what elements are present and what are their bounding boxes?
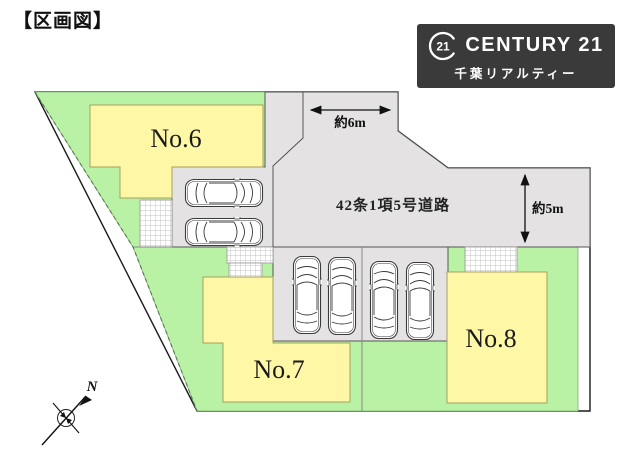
century21-logo: 21 CENTURY 21 千葉リアルティー — [417, 24, 615, 88]
car-icon — [326, 258, 357, 335]
compass-north-label: N — [86, 379, 99, 395]
car-icon — [186, 177, 263, 208]
building-no7 — [202, 276, 351, 403]
road-name-label: 42条1項5号道路 — [336, 196, 450, 214]
dim-width-label: 約6m — [334, 114, 366, 130]
porch-hatch-no6 — [139, 199, 173, 248]
building-no6 — [89, 104, 264, 199]
porch-hatch-no7-a — [226, 246, 274, 264]
svg-text:21: 21 — [437, 39, 451, 53]
logo-subtitle-text: 千葉リアルティー — [454, 66, 578, 81]
lot-label-no6: No.6 — [150, 124, 201, 153]
dim-depth-label: 約5m — [532, 200, 564, 216]
lot-label-no8: No.8 — [465, 324, 516, 353]
page-title: 【区画図】 — [13, 11, 114, 32]
century21-seal-icon: 21 — [429, 31, 456, 60]
compass-icon: N — [41, 379, 99, 446]
logo-row: 21 CENTURY 21 — [428, 31, 603, 61]
logo-brand-text: CENTURY 21 — [465, 34, 604, 56]
car-icon — [186, 216, 263, 247]
car-icon — [404, 263, 435, 340]
lot-diagonal-dashed-line — [34, 91, 198, 412]
car-icon — [368, 262, 399, 339]
car-icon — [291, 257, 322, 334]
building-no8 — [446, 271, 548, 404]
road-edge-line — [272, 92, 304, 247]
lot-label-no7: No.7 — [253, 355, 304, 384]
